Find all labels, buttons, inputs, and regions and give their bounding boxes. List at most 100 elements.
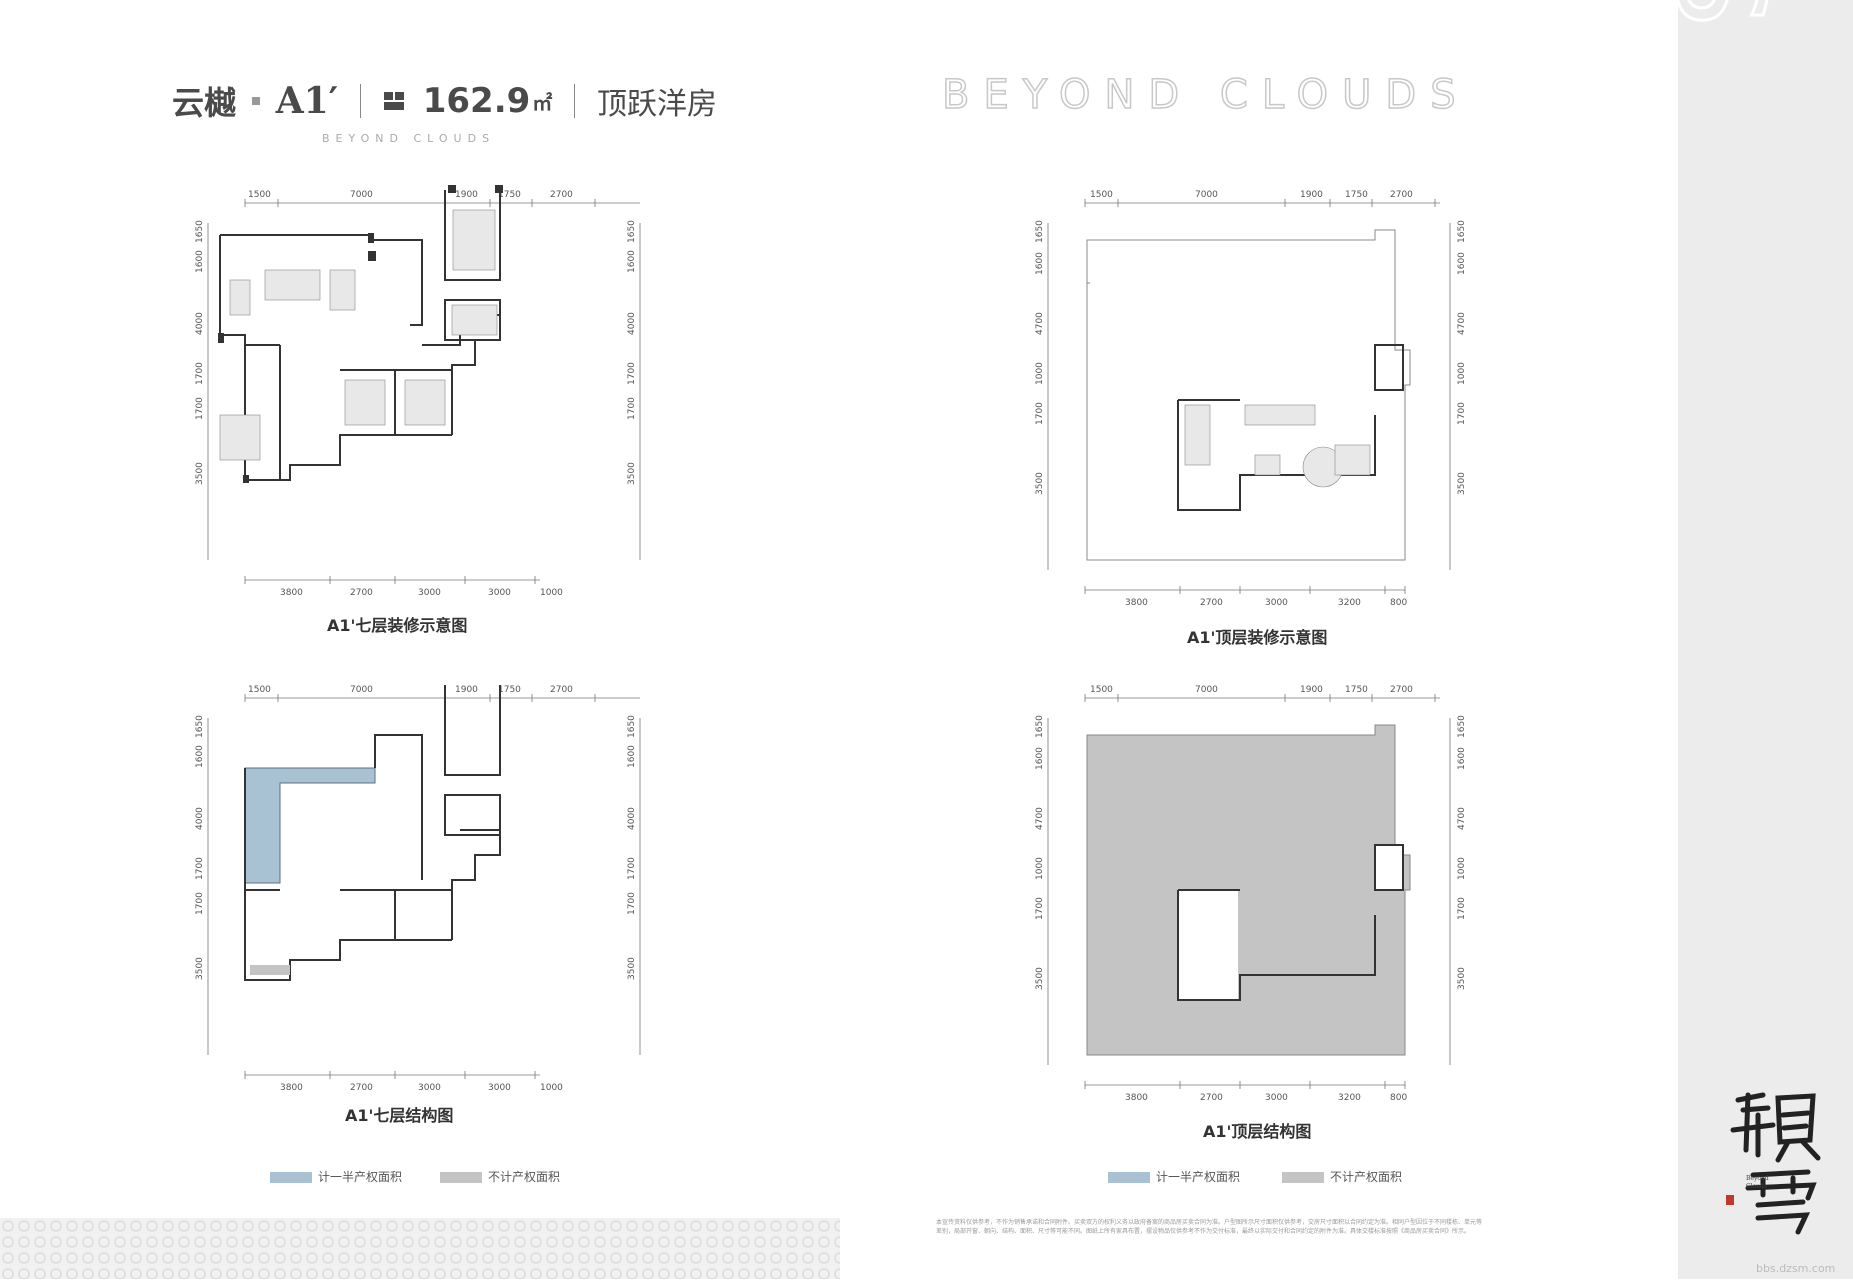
dim-right-3: 4700 xyxy=(1457,312,1467,335)
dim-left-5: 1700 xyxy=(195,892,205,915)
dim-left-2: 1600 xyxy=(1035,747,1045,770)
sidebar-panel: BEYOND CLOUDS xyxy=(1648,0,1853,1279)
legend-no-label-right: 不计产权面积 xyxy=(1330,1170,1403,1184)
plan-seventh-decor: 1500 7000 1900 1750 2700 3800 2700 3000 … xyxy=(195,185,641,598)
brand-logotype: BEYOND CLOUDS xyxy=(942,72,1470,119)
dim-top-1: 1500 xyxy=(1090,190,1113,200)
dim-bottom-5: 800 xyxy=(1390,598,1407,608)
dim-left-3: 4700 xyxy=(1035,807,1045,830)
dim-top-3: 1900 xyxy=(455,685,478,695)
dim-top-4: 1750 xyxy=(498,190,521,200)
dim-bottom-4: 3000 xyxy=(488,1083,511,1093)
unit-type: 顶跃洋房 xyxy=(596,87,717,122)
dim-right-2: 1600 xyxy=(1457,747,1467,770)
dim-top-3: 1900 xyxy=(455,190,478,200)
dim-top-3: 1900 xyxy=(1300,685,1323,695)
no-area-strip xyxy=(250,965,290,975)
furniture-group xyxy=(1184,404,1371,488)
dim-top-3: 1900 xyxy=(1300,190,1323,200)
dim-left-4: 1000 xyxy=(1035,857,1045,880)
dim-right-2: 1600 xyxy=(627,745,637,768)
dim-bottom-3: 3000 xyxy=(1265,598,1288,608)
dim-left-4: 1700 xyxy=(195,857,205,880)
dim-left-1: 1650 xyxy=(1035,220,1045,243)
dim-bottom-4: 3200 xyxy=(1338,1093,1361,1103)
plan-top-struct: 1500 7000 1900 1750 2700 3800 2700 3000 … xyxy=(1035,685,1467,1103)
project-name: 云樾 xyxy=(172,84,237,122)
dim-bottom-2: 2700 xyxy=(350,588,373,598)
separator-dot xyxy=(251,97,260,105)
dim-right-1: 1650 xyxy=(627,220,637,243)
dim-top-2: 7000 xyxy=(350,190,373,200)
dim-left-column: 1650 1600 4000 1700 1700 3500 xyxy=(195,715,205,980)
dim-right-5: 1700 xyxy=(627,397,637,420)
dim-left-5: 1700 xyxy=(195,397,205,420)
stair-hole xyxy=(1178,890,1238,1000)
dim-left-3: 4000 xyxy=(195,807,205,830)
dim-top-5: 2700 xyxy=(550,190,573,200)
dim-bottom-1: 3800 xyxy=(1125,1093,1148,1103)
dim-left-5: 1700 xyxy=(1035,402,1045,425)
dim-top-5: 2700 xyxy=(1390,685,1413,695)
wall-columns xyxy=(218,185,503,483)
dim-right-6: 3500 xyxy=(627,957,637,980)
brand-en-text: BEYOND CLOUDS xyxy=(942,72,1470,118)
legend-half-area-right: 计一半产权面积 xyxy=(1108,1168,1240,1185)
calligraphy-logo: Beyond Clouds xyxy=(1726,1092,1821,1235)
legend-no-area: 不计产权面积 xyxy=(440,1168,560,1185)
dim-right-4: 1700 xyxy=(627,857,637,880)
legend-half-swatch-right xyxy=(1108,1172,1150,1183)
dim-left-2: 1600 xyxy=(1035,252,1045,275)
dim-right-1: 1650 xyxy=(1457,220,1467,243)
dim-left-3: 4700 xyxy=(1035,312,1045,335)
legend-no-label: 不计产权面积 xyxy=(488,1170,561,1184)
dim-right-4: 1000 xyxy=(1457,362,1467,385)
dim-left-6: 3500 xyxy=(1035,967,1045,990)
plan-top-decor: 1500 7000 1900 1750 2700 3800 2700 3000 … xyxy=(1035,190,1467,608)
sub-brand: BEYOND CLOUDS xyxy=(322,132,496,145)
dim-bottom-5: 1000 xyxy=(540,1083,563,1093)
floor-walls xyxy=(244,685,501,981)
floor-walls xyxy=(219,190,501,481)
dim-bottom-4: 3200 xyxy=(1338,598,1361,608)
decorative-pattern xyxy=(0,1218,840,1279)
caption-seventh-struct: A1'七层结构图 xyxy=(345,1106,454,1125)
dim-bottom-2: 2700 xyxy=(350,1083,373,1093)
dim-top-4: 1750 xyxy=(498,685,521,695)
dim-bottom-1: 3800 xyxy=(280,1083,303,1093)
dim-bottom-2: 2700 xyxy=(1200,598,1223,608)
dim-left-column: 1650 1600 4700 1000 1700 3500 xyxy=(1035,220,1045,495)
dim-right-3: 4000 xyxy=(627,807,637,830)
title-divider xyxy=(360,84,362,118)
dim-left-6: 3500 xyxy=(195,957,205,980)
dim-right-4: 1700 xyxy=(627,362,637,385)
dim-right-column: 1650 1600 4700 1000 1700 3500 xyxy=(1457,220,1467,495)
legend-half-label-right: 计一半产权面积 xyxy=(1156,1170,1241,1184)
logo-en-2: Clouds xyxy=(1746,1183,1767,1190)
dim-left-2: 1600 xyxy=(195,745,205,768)
dim-left-column: 1650 1600 4700 1000 1700 3500 xyxy=(1035,715,1045,990)
disclaimer-line-2: 差别，局部开窗、朝向、结构、面积、尺寸等可能不同。图纸上所有家具布置，摆设物品仅… xyxy=(936,1228,1471,1235)
dim-top-2: 7000 xyxy=(1195,190,1218,200)
dim-top-4: 1750 xyxy=(1345,685,1368,695)
unit-area: 162.9 xyxy=(422,81,531,121)
dim-right-2: 1600 xyxy=(627,250,637,273)
legend-half-swatch xyxy=(270,1172,312,1183)
caption-top-struct: A1'顶层结构图 xyxy=(1203,1122,1312,1141)
dim-right-1: 1650 xyxy=(1457,715,1467,738)
sidebar-vertical-text: BEYOND CLOUDS xyxy=(1678,0,1788,47)
dim-left-1: 1650 xyxy=(195,220,205,243)
dim-right-4: 1000 xyxy=(1457,857,1467,880)
disclaimer-line-1: 本宣传资料仅供参考，不作为销售承诺和合同附件。买卖双方的权利义务以政府备案的商品… xyxy=(936,1219,1483,1226)
dim-left-2: 1600 xyxy=(195,250,205,273)
floor-walls xyxy=(1177,844,1404,1001)
caption-seventh-decor: A1'七层装修示意图 xyxy=(327,616,468,635)
area-unit: ㎡ xyxy=(532,90,553,115)
dim-left-4: 1000 xyxy=(1035,362,1045,385)
dim-right-6: 3500 xyxy=(1457,967,1467,990)
dim-right-3: 4000 xyxy=(627,312,637,335)
dim-bottom-1: 3800 xyxy=(1125,598,1148,608)
logo-en-1: Beyond xyxy=(1746,1175,1769,1182)
dim-bottom-3: 3000 xyxy=(418,1083,441,1093)
dim-right-5: 1700 xyxy=(1457,402,1467,425)
